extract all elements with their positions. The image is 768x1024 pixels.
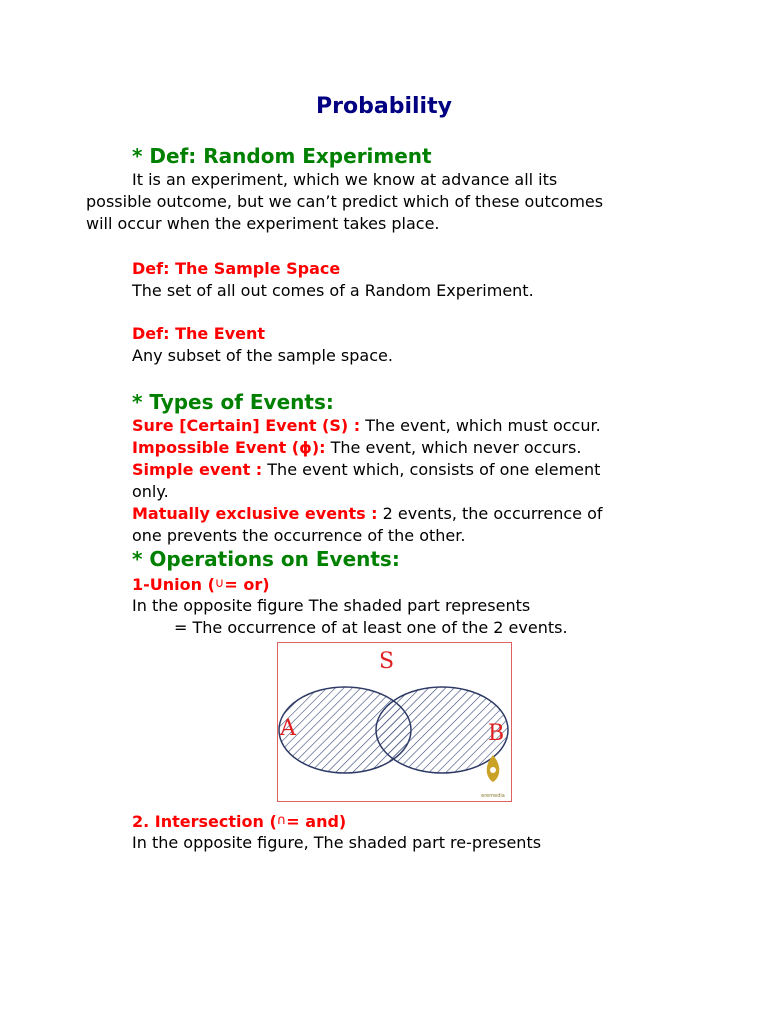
venn-diagram-union: S A B eremedia bbox=[277, 642, 512, 802]
sure-event-text: The event, which must occur. bbox=[360, 416, 601, 435]
random-experiment-line-2: possible outcome, but we can’t predict w… bbox=[86, 192, 604, 211]
watermark-text: eremedia bbox=[481, 793, 505, 799]
simple-event-line: Simple event : The event which, consists… bbox=[132, 459, 600, 481]
venn-label-a: A bbox=[279, 716, 297, 741]
union-label-pre: 1-Union ( bbox=[132, 575, 215, 594]
venn-diagram-svg: S A B eremedia bbox=[278, 649, 509, 799]
intersection-label-pre: 2. Intersection ( bbox=[132, 812, 277, 831]
union-label: 1-Union (∪= or) bbox=[132, 573, 270, 596]
union-text-2: = The occurrence of at least one of the … bbox=[174, 618, 568, 637]
mutual-event-label: Matually exclusive events : bbox=[132, 504, 378, 523]
intersection-text-1: In the opposite figure, The shaded part … bbox=[132, 833, 542, 852]
sure-event-line: Sure [Certain] Event (S) : The event, wh… bbox=[132, 415, 601, 437]
sample-space-label: Def: The Sample Space bbox=[132, 259, 341, 278]
union-symbol: ∪ bbox=[214, 576, 225, 591]
event-text: Any subset of the sample space. bbox=[132, 346, 393, 365]
mutual-event-line: Matually exclusive events : 2 events, th… bbox=[132, 503, 603, 525]
mutual-event-text: 2 events, the occurrence of bbox=[377, 504, 603, 523]
intersection-label: 2. Intersection (∩= and) bbox=[132, 810, 346, 833]
operations-heading: * Operations on Events: bbox=[132, 547, 400, 571]
page-title: Probability bbox=[316, 94, 452, 119]
watermark-logo bbox=[486, 755, 500, 782]
simple-event-label: Simple event : bbox=[132, 460, 263, 479]
event-label: Def: The Event bbox=[132, 324, 266, 343]
sure-event-label: Sure [Certain] Event (S) : bbox=[132, 416, 361, 435]
random-experiment-line-3: will occur when the experiment takes pla… bbox=[86, 214, 440, 233]
intersection-symbol: ∩ bbox=[276, 813, 287, 828]
sample-space-text: The set of all out comes of a Random Exp… bbox=[132, 281, 534, 300]
union-text-1: In the opposite figure The shaded part r… bbox=[132, 596, 531, 615]
mutual-event-line-2: one prevents the occurrence of the other… bbox=[132, 526, 466, 545]
venn-label-s: S bbox=[379, 649, 394, 674]
union-label-post: = or) bbox=[224, 575, 270, 594]
venn-label-b: B bbox=[488, 721, 504, 746]
simple-event-text: The event which, consists of one element bbox=[262, 460, 601, 479]
impossible-event-line: Impossible Event (ϕ): The event, which n… bbox=[132, 437, 581, 459]
intersection-label-post: = and) bbox=[286, 812, 347, 831]
impossible-event-text: The event, which never occurs. bbox=[325, 438, 582, 457]
random-experiment-heading: * Def: Random Experiment bbox=[132, 144, 432, 168]
venn-set-b bbox=[375, 686, 509, 774]
impossible-event-label: Impossible Event (ϕ): bbox=[132, 438, 326, 457]
random-experiment-line-1: It is an experiment, which we know at ad… bbox=[132, 170, 558, 189]
types-of-events-heading: * Types of Events: bbox=[132, 390, 334, 414]
simple-event-line-2: only. bbox=[132, 482, 169, 501]
